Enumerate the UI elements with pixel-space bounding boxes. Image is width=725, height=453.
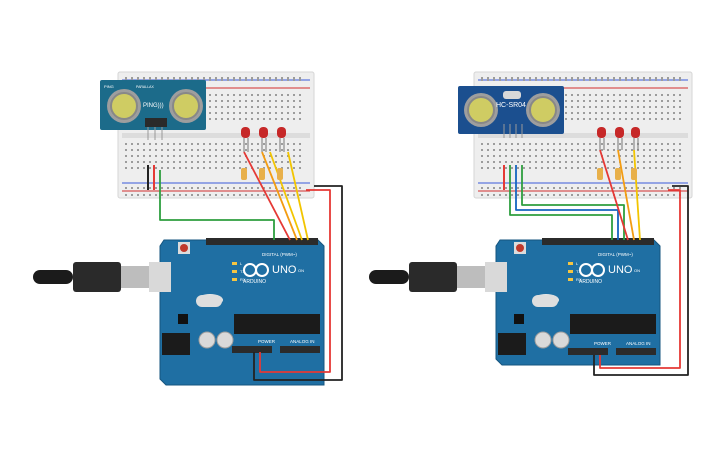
arduino-uno[interactable]: L TX RX ARDUINO UNO DIGITAL (PWM~) ON PO…: [495, 238, 661, 366]
resistor-1: [241, 168, 247, 180]
wire-red-1: [599, 149, 629, 241]
l-label: L: [576, 261, 579, 266]
ping-brand-text: PARALLAX: [136, 85, 154, 89]
led-2: [259, 127, 268, 152]
resistor-2: [259, 168, 265, 180]
tx-led: [232, 270, 237, 273]
leds: [597, 127, 640, 150]
wire-yellow-2: [287, 151, 309, 241]
resistor-2: [615, 168, 621, 180]
circuit-left: L TX RX ARDUINO UNO DIGITAL (PWM~) ON PO…: [33, 71, 343, 386]
tx-led: [568, 270, 573, 273]
analog-label: ANALOG IN: [290, 339, 315, 344]
atmega-chip: [570, 314, 656, 334]
arduino-logo-text: ARDUINO: [243, 279, 266, 285]
wires: [503, 149, 689, 376]
capacitor-2: [552, 331, 570, 349]
leds: [241, 127, 286, 152]
atmega-chip: [234, 314, 320, 334]
wire-green-1: [509, 165, 613, 240]
digital-header: [206, 238, 318, 245]
rx-led: [232, 278, 237, 281]
on-label: ON: [634, 268, 640, 273]
wire-red-power: [259, 189, 331, 373]
hc-crystal: [503, 91, 521, 99]
led-2: [615, 127, 624, 150]
arduino-logo-text: ARDUINO: [579, 279, 602, 285]
digital-label: DIGITAL (PWM~): [262, 252, 297, 257]
ping-model-text: PING))): [143, 103, 164, 109]
usb-cable: [33, 262, 171, 292]
arduino-uno[interactable]: L TX RX ARDUINO UNO DIGITAL (PWM~) ON PO…: [159, 238, 325, 386]
l-led: [232, 262, 237, 265]
power-header: [568, 348, 608, 355]
reset-button[interactable]: [516, 244, 524, 252]
small-chip: [178, 314, 188, 324]
wire-red-1: [243, 151, 291, 241]
hc-model-text: HC-SR04: [496, 102, 526, 109]
small-chip: [514, 314, 524, 324]
capacitor-2: [216, 331, 234, 349]
wire-blue: [515, 165, 619, 240]
uno-label: UNO: [608, 264, 633, 276]
led-3: [631, 127, 640, 150]
wires: [147, 151, 343, 381]
led-1: [241, 127, 250, 152]
ping-sensor[interactable]: PING PARALLAX PING))): [100, 80, 206, 140]
capacitor-1: [198, 331, 216, 349]
rx-label: RX: [240, 277, 246, 282]
wire-black-gnd: [593, 185, 689, 376]
power-label: POWER: [594, 341, 612, 346]
ping-header: [145, 118, 167, 127]
hc-sr04-sensor[interactable]: HC-SR04: [458, 86, 564, 138]
on-label: ON: [298, 268, 304, 273]
mounting-slot: [196, 295, 222, 307]
arduino-logo-icon: [579, 263, 605, 277]
ping-corner-text: PING: [104, 84, 114, 89]
arduino-logo-icon: [243, 263, 269, 277]
resistor-3: [631, 168, 637, 180]
resistor-3: [277, 168, 283, 180]
digital-label: DIGITAL (PWM~): [598, 252, 633, 257]
led-3: [277, 127, 286, 152]
wire-orange-1: [261, 151, 298, 241]
power-header: [232, 346, 272, 353]
resistor-1: [597, 168, 603, 180]
wire-black-gnd: [253, 185, 343, 381]
circuit-right: L TX RX ARDUINO UNO DIGITAL (PWM~) ON PO…: [369, 71, 693, 376]
rx-led: [568, 278, 573, 281]
reset-button[interactable]: [180, 244, 188, 252]
wire-yellow-1: [633, 149, 641, 241]
analog-label: ANALOG IN: [626, 341, 651, 346]
uno-label: UNO: [272, 264, 297, 276]
wire-green: [159, 170, 275, 240]
wire-green-2: [521, 165, 625, 240]
usb-cable: [369, 262, 507, 292]
capacitor-1: [534, 331, 552, 349]
wire-yellow-1: [269, 151, 303, 241]
rx-label: RX: [576, 277, 582, 282]
led-1: [597, 127, 606, 150]
tx-label: TX: [240, 269, 245, 274]
power-label: POWER: [258, 339, 276, 344]
wire-orange-1: [617, 149, 635, 241]
wire-red-power: [599, 189, 681, 369]
dc-jack: [162, 333, 190, 355]
mounting-slot: [532, 295, 558, 307]
analog-header: [616, 348, 656, 355]
tx-label: TX: [576, 269, 581, 274]
l-led: [568, 262, 573, 265]
resistors: [241, 168, 283, 180]
l-label: L: [240, 261, 243, 266]
analog-header: [280, 346, 320, 353]
digital-header: [542, 238, 654, 245]
resistors: [597, 168, 637, 180]
dc-jack: [498, 333, 526, 355]
